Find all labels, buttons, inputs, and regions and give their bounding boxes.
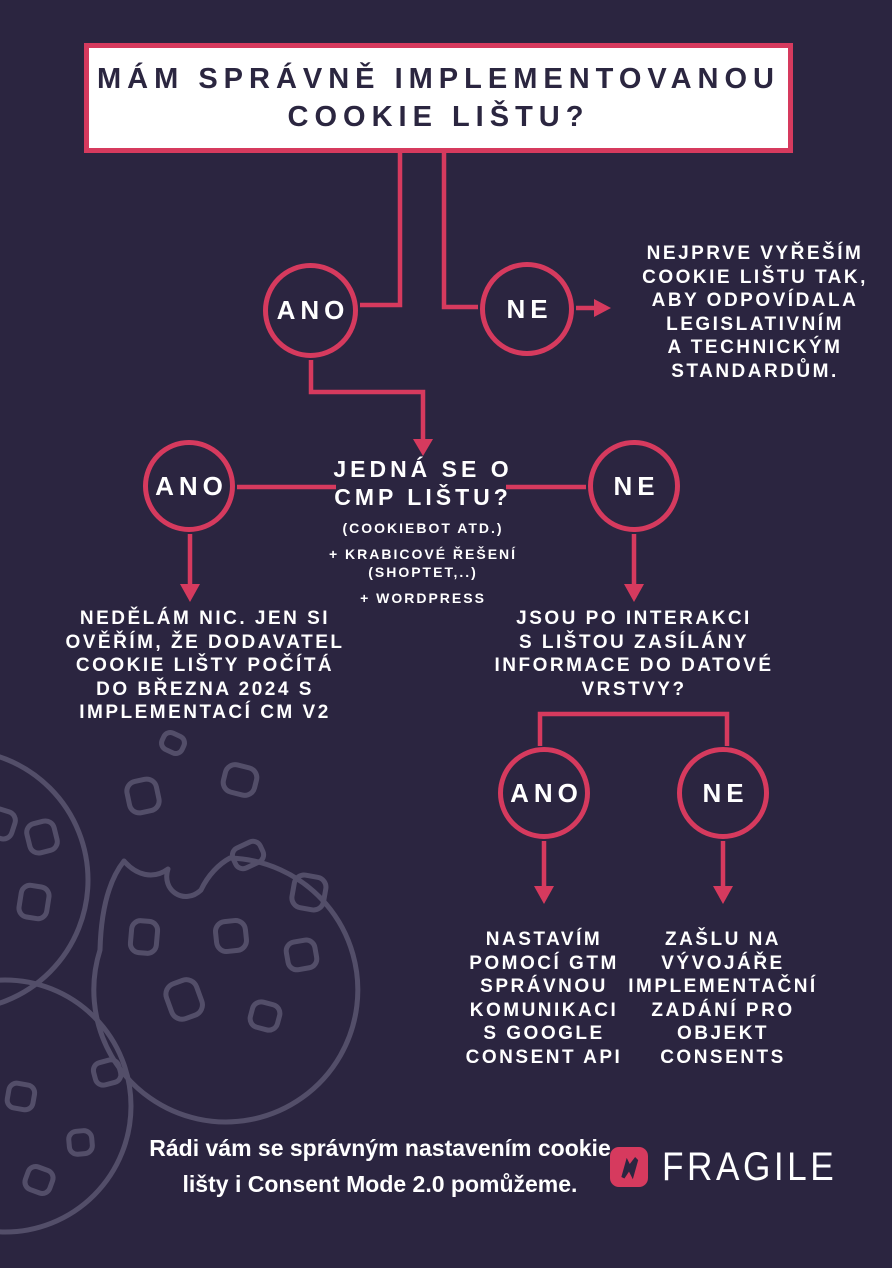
- node-cmp-yes: ANO: [143, 440, 235, 532]
- question-cmp: JEDNÁ SE O CMP LIŠTU? (COOKIEBOT ATD.) +…: [306, 455, 540, 606]
- node-top-yes: ANO: [263, 263, 358, 358]
- node-datalayer-yes: ANO: [498, 747, 590, 839]
- outcome-developer-spec: ZAŠLU NA VÝVOJÁŘE IMPLEMENTAČNÍ ZADÁNÍ P…: [628, 929, 818, 1068]
- fragile-brand-text: FRAGILE: [662, 1145, 838, 1189]
- node-datalayer-yes-label: ANO: [510, 777, 583, 808]
- title-box: MÁM SPRÁVNĚ IMPLEMENTOVANOU COOKIE LIŠTU…: [84, 43, 793, 153]
- question-cmp-main: JEDNÁ SE O CMP LIŠTU?: [333, 456, 513, 511]
- page-title: MÁM SPRÁVNĚ IMPLEMENTOVANOU COOKIE LIŠTU…: [97, 62, 780, 133]
- outcome-gtm-setup: NASTAVÍM POMOCÍ GTM SPRÁVNOU KOMUNIKACI …: [465, 929, 623, 1068]
- question-cmp-note2: + KRABICOVÉ ŘEŠENÍ (SHOPTET,..): [328, 546, 518, 581]
- node-datalayer-no: NE: [677, 747, 769, 839]
- node-cmp-yes-label: ANO: [155, 470, 228, 501]
- question-cmp-note3: + WORDPRESS: [360, 590, 486, 607]
- footer-note: Rádi vám se správným nastavením cookie l…: [149, 1135, 611, 1197]
- question-datalayer: JSOU PO INTERAKCI S LIŠTOU ZASÍLÁNY INFO…: [494, 608, 774, 700]
- node-cmp-no: NE: [588, 440, 680, 532]
- node-cmp-no-label: NE: [613, 470, 660, 501]
- node-top-no-label: NE: [506, 293, 553, 324]
- fragile-logo: FRAGILE: [610, 1147, 861, 1187]
- fragile-lightning-icon: [610, 1147, 648, 1187]
- question-cmp-note1: (COOKIEBOT ATD.): [342, 520, 504, 537]
- node-top-yes-label: ANO: [276, 295, 350, 325]
- outcome-verify-vendor: NEDĚLÁM NIC. JEN SI OVĚŘÍM, ŽE DODAVATEL…: [65, 608, 345, 724]
- node-datalayer-no-label: NE: [702, 777, 749, 808]
- outcome-fix-cookie-bar: NEJPRVE VYŘEŠÍM COOKIE LIŠTU TAK, ABY OD…: [642, 243, 868, 382]
- node-top-no: NE: [480, 262, 574, 356]
